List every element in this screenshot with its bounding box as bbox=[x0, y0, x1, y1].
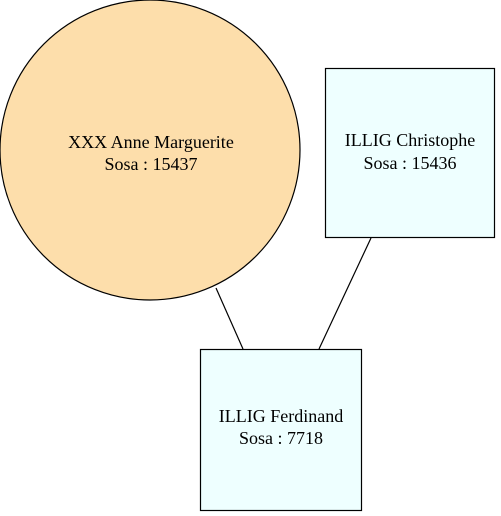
edge-father-to-child bbox=[318, 237, 372, 350]
person-node-father[interactable]: ILLIG Christophe Sosa : 15436 bbox=[324, 67, 496, 239]
father-sosa: Sosa : 15436 bbox=[363, 153, 456, 173]
child-box bbox=[199, 348, 363, 512]
mother-name: XXX Anne Marguerite bbox=[68, 132, 234, 152]
child-name: ILLIG Ferdinand bbox=[219, 406, 343, 426]
child-sosa: Sosa : 7718 bbox=[239, 428, 323, 448]
father-box bbox=[324, 67, 496, 239]
person-node-child[interactable]: ILLIG Ferdinand Sosa : 7718 bbox=[199, 348, 363, 512]
edge-mother-to-child bbox=[215, 287, 244, 350]
father-name: ILLIG Christophe bbox=[345, 130, 475, 150]
mother-circle bbox=[0, 0, 301, 301]
person-node-mother[interactable]: XXX Anne Marguerite Sosa : 15437 bbox=[0, 0, 301, 301]
mother-sosa: Sosa : 15437 bbox=[104, 154, 197, 174]
